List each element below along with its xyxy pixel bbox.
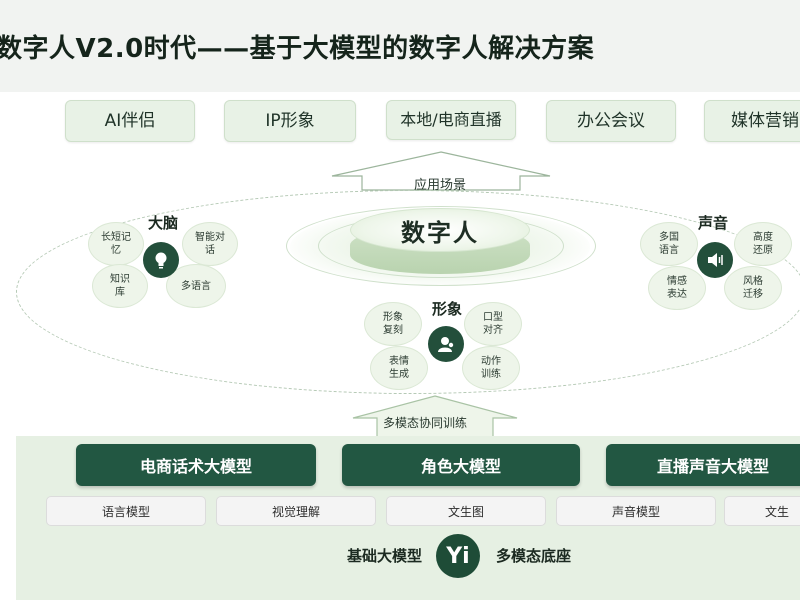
- brain-hub: [143, 242, 179, 278]
- scenario-media-marketing: 媒体营销: [704, 100, 800, 142]
- image-item-replica: 形象复刻: [364, 302, 422, 346]
- brain-item-knowledge: 知识库: [92, 264, 148, 308]
- voice-label: 声音: [698, 214, 729, 232]
- voice-item-style: 风格迁移: [724, 266, 782, 310]
- sub-model-vision: 视觉理解: [216, 496, 376, 526]
- image-item-motion: 动作训练: [462, 346, 520, 390]
- core-disk-top: [350, 208, 530, 252]
- multimodal-training-label: 多模态协同训练: [382, 416, 467, 430]
- lightbulb-icon: [155, 252, 167, 269]
- image-item-expression: 表情生成: [370, 346, 428, 390]
- image-label: 形象: [432, 300, 463, 318]
- foundation-base-model-label: 基础大模型: [346, 547, 422, 565]
- core-ring-outer: [286, 206, 596, 286]
- foundation-multimodal-label: 多模态底座: [496, 547, 572, 565]
- sub-model-text-to-image: 文生图: [386, 496, 546, 526]
- model-ecommerce-script: 电商话术大模型: [76, 444, 316, 486]
- voice-item-emotion: 情感表达: [648, 266, 706, 310]
- scenario-live-ecommerce: 本地/电商直播: [386, 100, 516, 140]
- sub-model-text-to: 文生: [724, 496, 800, 526]
- voice-item-languages: 多国语言: [640, 222, 698, 266]
- image-hub: [428, 326, 464, 362]
- sub-model-voice: 声音模型: [556, 496, 716, 526]
- scenario-ai-companion: AI伴侣: [65, 100, 195, 142]
- person-icon: [438, 337, 454, 352]
- brain-label: 大脑: [148, 214, 179, 232]
- model-character: 角色大模型: [342, 444, 580, 486]
- speaker-icon: [708, 253, 723, 267]
- scenario-ip-image: IP形象: [224, 100, 356, 142]
- brain-item-dialogue: 智能对话: [182, 222, 238, 266]
- image-item-lipsync: 口型对齐: [464, 302, 522, 346]
- model-live-voice: 直播声音大模型: [606, 444, 800, 486]
- page-title: 数字人V2.0时代——基于大模型的数字人解决方案: [0, 34, 595, 64]
- brain-item-memory: 长短记忆: [88, 222, 144, 266]
- header-bar: 数字人V2.0时代——基于大模型的数字人解决方案: [0, 0, 800, 92]
- core-label: 数字人: [401, 218, 479, 247]
- yi-logo: Yi: [436, 534, 480, 578]
- voice-hub: [697, 242, 733, 278]
- brain-item-multilingual: 多语言: [166, 264, 226, 308]
- foundation-panel-edge: [0, 436, 16, 600]
- voice-item-fidelity: 高度还原: [734, 222, 792, 266]
- scenario-office-meeting: 办公会议: [546, 100, 676, 142]
- capability-ellipse: [16, 190, 800, 394]
- sub-model-language: 语言模型: [46, 496, 206, 526]
- scenario-row: AI伴侣 IP形象 本地/电商直播 办公会议 媒体营销: [0, 100, 800, 145]
